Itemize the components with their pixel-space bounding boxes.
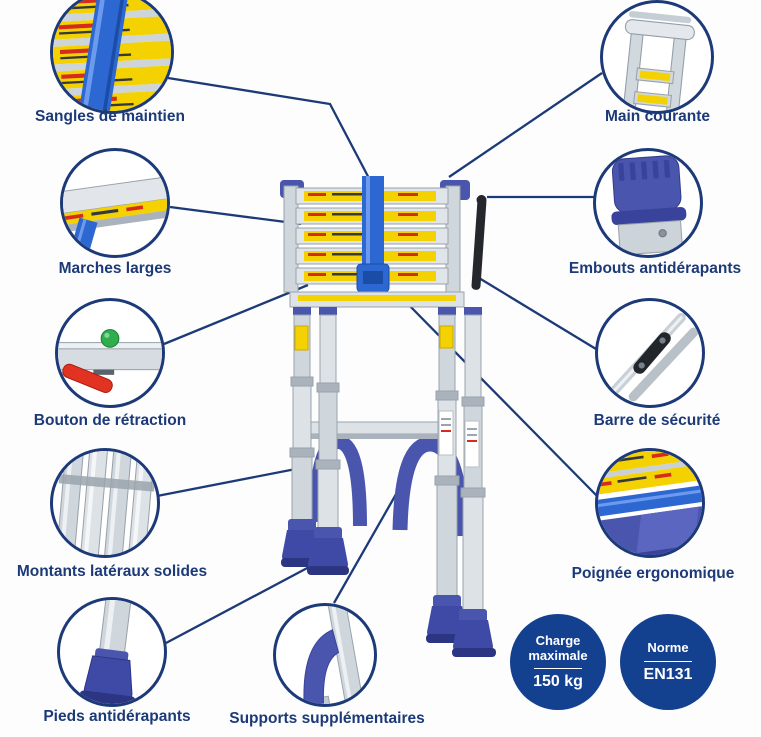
ladder-leg-rear-right bbox=[452, 307, 496, 657]
barre-detail-circle bbox=[595, 298, 705, 408]
connector-sangles bbox=[167, 76, 374, 185]
anti-slip-feet-detail-icon bbox=[79, 600, 136, 704]
norm-value: EN131 bbox=[643, 665, 693, 683]
ladder-illustration bbox=[278, 176, 504, 660]
strap-detail-icon bbox=[53, 0, 171, 111]
sangles-detail-circle bbox=[50, 0, 174, 114]
embouts-detail-circle bbox=[593, 148, 703, 258]
wide-step-detail-icon bbox=[63, 174, 167, 255]
retraction-button-detail-icon bbox=[58, 329, 162, 393]
connector-marches bbox=[169, 205, 302, 226]
connector-main-courante bbox=[448, 72, 603, 178]
connector-bouton bbox=[163, 283, 309, 346]
connector-supports bbox=[333, 488, 400, 604]
ladder-safety-bar bbox=[471, 195, 487, 290]
telescopic-ladder-icon bbox=[280, 176, 496, 657]
pieds-detail-circle bbox=[57, 597, 167, 707]
connector-pieds bbox=[165, 564, 312, 645]
callout-label-montants: Montants latéraux solides bbox=[16, 563, 208, 580]
supports-detail-circle bbox=[273, 603, 377, 707]
poignee-detail-circle bbox=[595, 448, 705, 558]
connector-poignee bbox=[401, 297, 598, 497]
badge-title-line: maximale bbox=[528, 648, 588, 663]
side-rails-detail-icon bbox=[55, 451, 156, 555]
main-courante-detail-circle bbox=[600, 0, 714, 114]
badge-divider bbox=[534, 668, 582, 670]
ladder-leg-mid-left bbox=[307, 307, 349, 575]
connector-barre bbox=[478, 277, 597, 350]
ladder-strap bbox=[356, 176, 390, 293]
callout-label-embouts: Embouts antidérapants bbox=[568, 260, 742, 277]
anti-slip-cap-detail-icon bbox=[611, 155, 687, 255]
safety-bar-detail-icon bbox=[609, 312, 699, 402]
max-load-value: 150 kg bbox=[533, 673, 583, 691]
callout-label-bouton: Bouton de rétraction bbox=[33, 412, 187, 429]
max-load-badge: Charge maximale 150 kg bbox=[510, 614, 606, 710]
extra-supports-detail-icon bbox=[285, 606, 366, 704]
badge-divider bbox=[644, 660, 692, 662]
callout-label-supports: Supports supplémentaires bbox=[229, 710, 425, 727]
callout-label-barre: Barre de sécurité bbox=[593, 412, 721, 429]
callout-label-poignee: Poignée ergonomique bbox=[571, 565, 735, 582]
callout-label-sangles: Sangles de maintien bbox=[35, 108, 185, 125]
handrail-detail-icon bbox=[622, 10, 695, 111]
callout-label-main-courante: Main courante bbox=[604, 108, 711, 125]
connector-montants bbox=[156, 466, 302, 498]
ladder-bottom-step bbox=[289, 291, 465, 308]
callout-label-pieds: Pieds antidérapants bbox=[43, 708, 191, 725]
badge-title-line: Charge bbox=[535, 632, 581, 648]
callout-label-marches: Marches larges bbox=[58, 260, 172, 277]
badge-title-line: Norme bbox=[647, 640, 689, 656]
marches-detail-circle bbox=[60, 148, 170, 258]
bouton-detail-circle bbox=[55, 298, 165, 408]
montants-detail-circle bbox=[50, 448, 160, 558]
ergonomic-handle-detail-icon bbox=[598, 451, 702, 555]
norm-badge: Norme EN131 bbox=[620, 614, 716, 710]
